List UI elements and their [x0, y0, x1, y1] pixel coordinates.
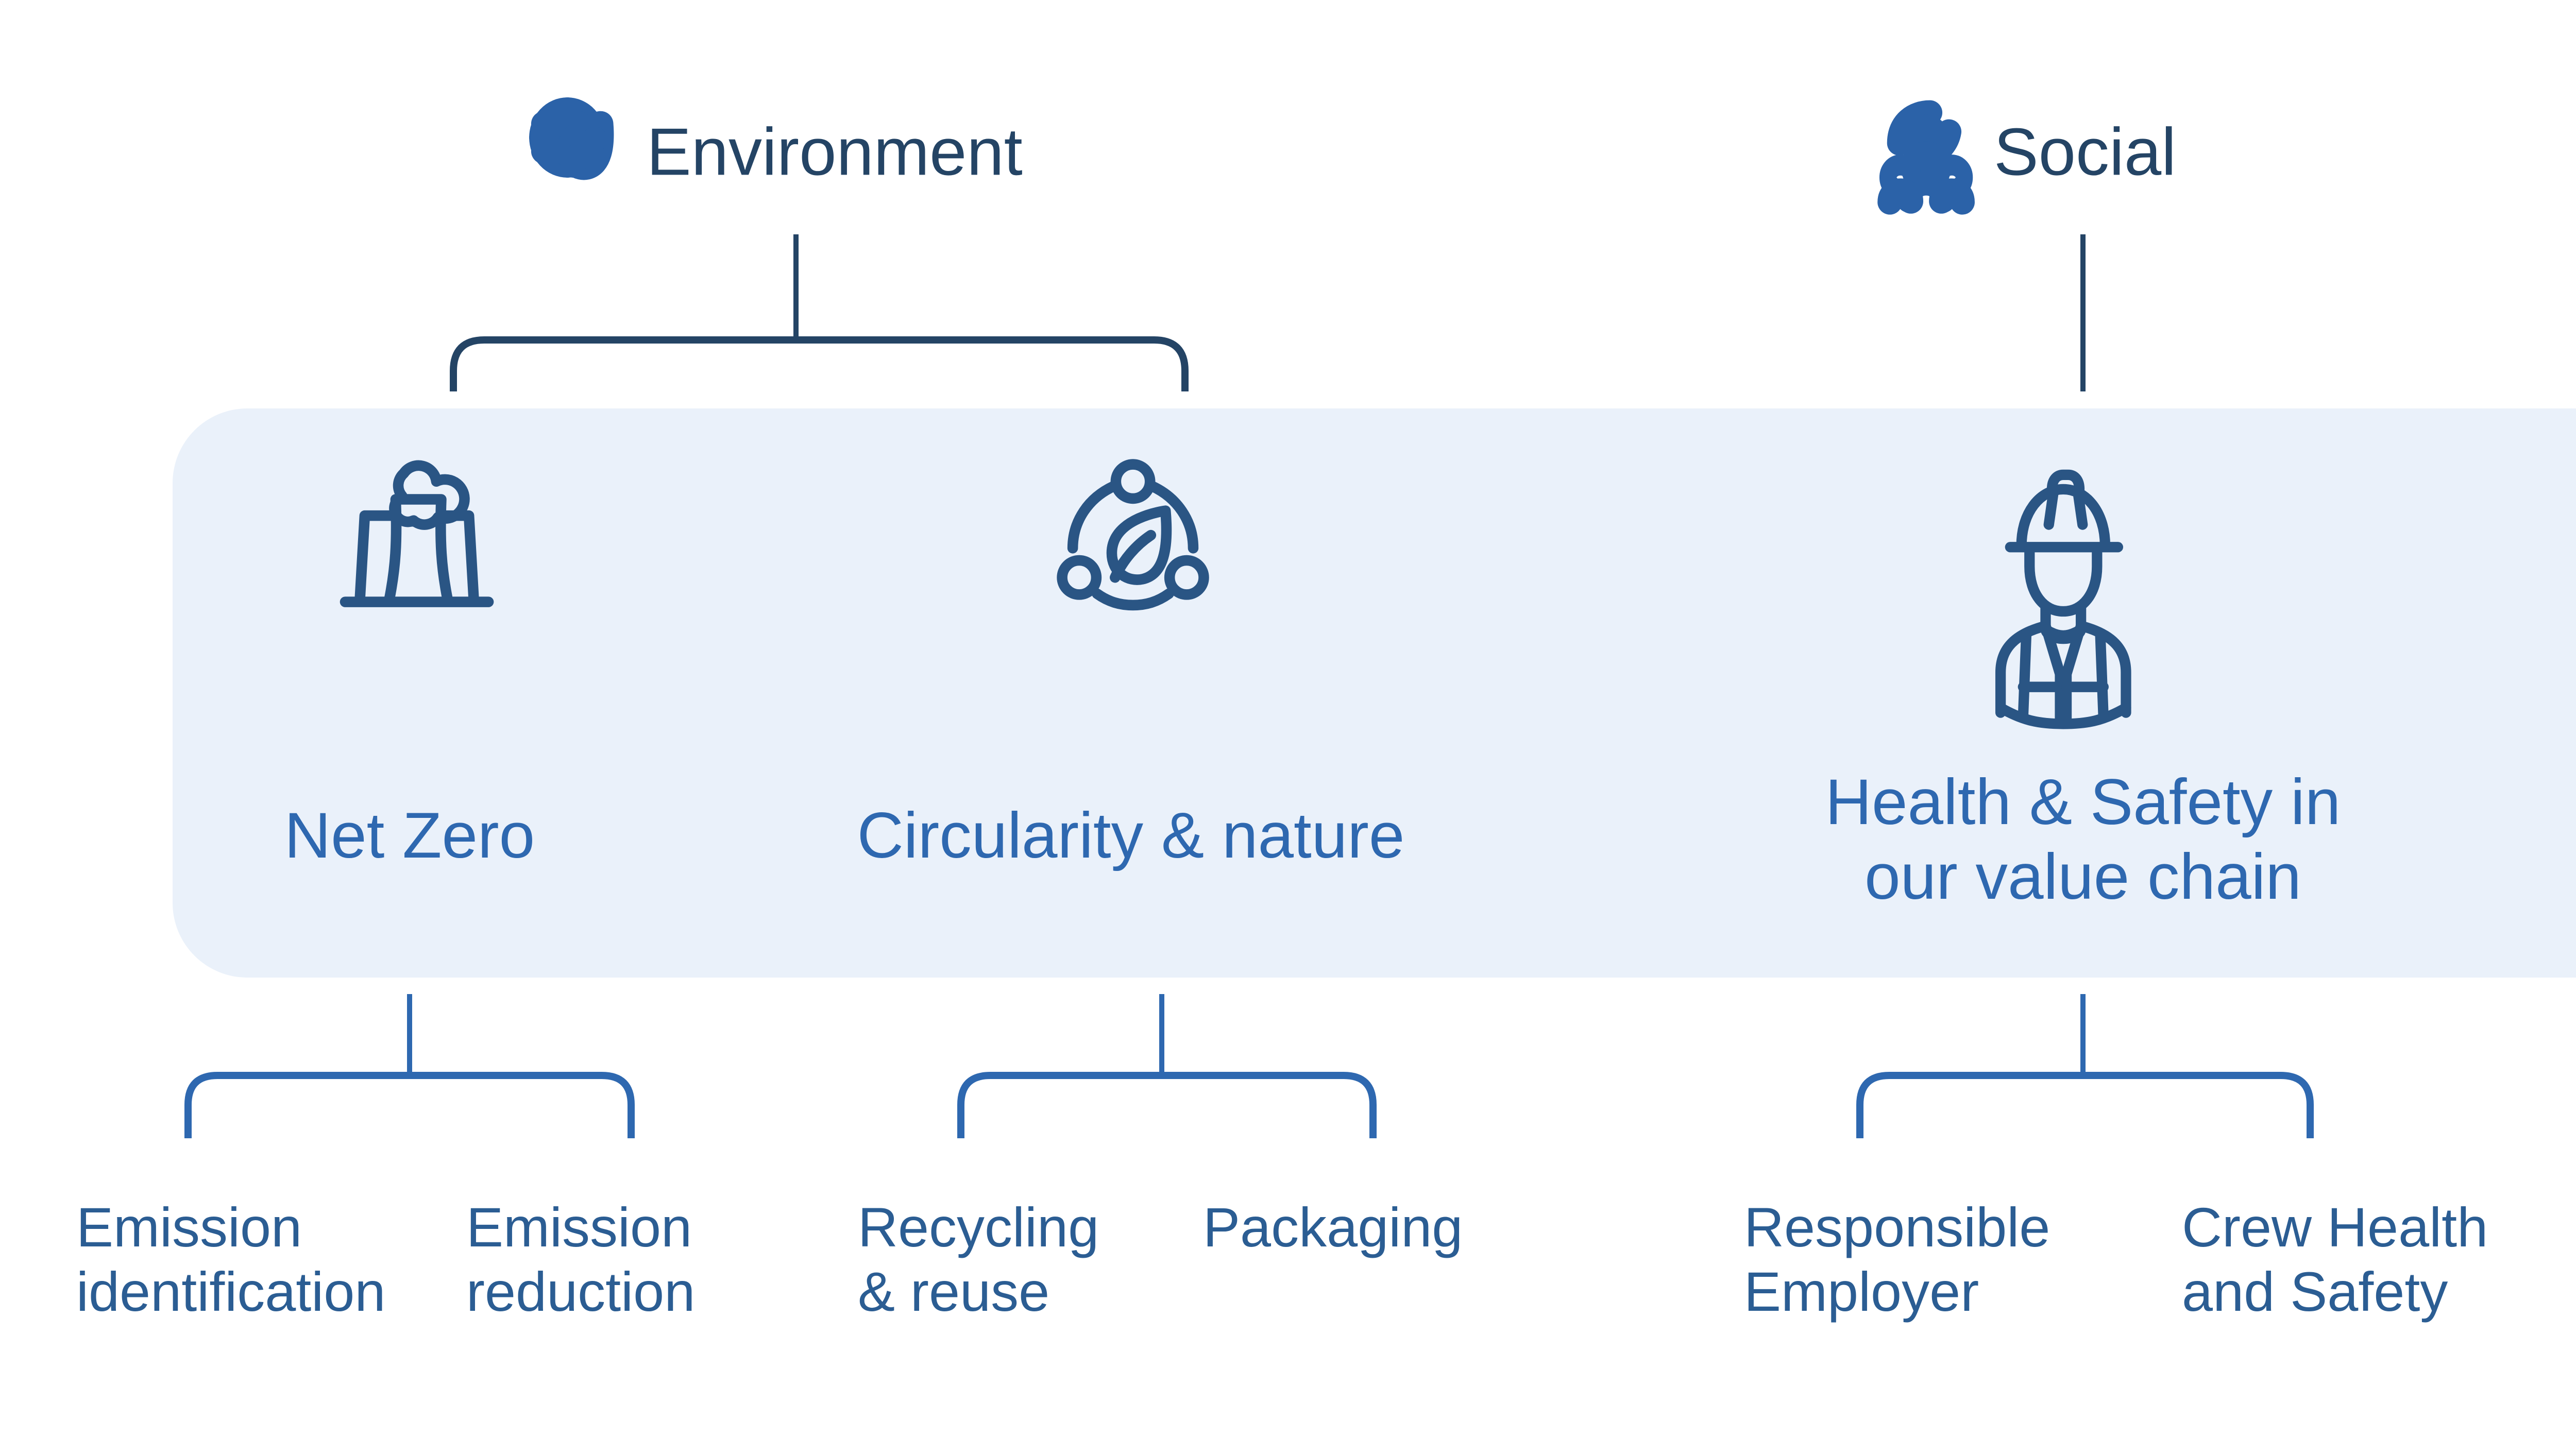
people-group-icon [1877, 100, 1975, 215]
cooling-tower-emissions-icon [340, 460, 494, 607]
globe-leaf-icon [529, 97, 614, 180]
sub-topic-line: Responsible [1744, 1196, 2050, 1258]
sub-topic-emission-identification[interactable]: Emission identification [76, 1196, 385, 1323]
focus-area-label-line: Circularity & nature [857, 800, 1405, 871]
sub-topic-line: Emission [466, 1196, 692, 1258]
construction-worker-icon [1995, 469, 2131, 729]
sub-topic-emission-reduction[interactable]: Emission reduction [466, 1196, 695, 1323]
sub-topic-line: and Safety [2182, 1260, 2448, 1323]
focus-area-label-health-safety[interactable]: Health & Safety in our value chain [1825, 766, 2341, 913]
sub-topic-line: Packaging [1203, 1196, 1463, 1258]
bracket-net-zero [184, 994, 635, 1138]
sub-topic-line: & reuse [858, 1260, 1049, 1323]
focus-area-label-line: Health & Safety in [1825, 766, 2341, 838]
sub-topic-responsible-employer[interactable]: Responsible Employer [1744, 1196, 2050, 1323]
sub-topic-line: Emission [76, 1196, 302, 1258]
bracket-environment [450, 234, 1189, 391]
pillar-label-social: Social [1994, 114, 2176, 189]
focus-area-label-line: our value chain [1865, 841, 2301, 913]
sub-topic-line: Recycling [858, 1196, 1099, 1258]
sub-topic-line: Employer [1744, 1260, 1979, 1323]
focus-area-label-line: Net Zero [284, 800, 535, 871]
bracket-circularity-nature [957, 994, 1377, 1138]
focus-areas-panel [173, 408, 2576, 978]
bracket-health-safety [1856, 994, 2314, 1138]
pillar-header-social[interactable]: Social [1877, 100, 2176, 215]
sub-topic-crew-health-and-safety[interactable]: Crew Health and Safety [2182, 1196, 2488, 1323]
circular-leaf-icon [1057, 459, 1209, 611]
sub-topic-recycling-reuse[interactable]: Recycling & reuse [858, 1196, 1099, 1323]
sub-topic-line: identification [76, 1260, 385, 1323]
focus-area-label-circularity-nature[interactable]: Circularity & nature [857, 800, 1405, 871]
sub-topic-packaging[interactable]: Packaging [1203, 1196, 1463, 1258]
focus-area-label-net-zero[interactable]: Net Zero [284, 800, 535, 871]
sub-topic-line: reduction [466, 1260, 695, 1323]
pillar-label-environment: Environment [647, 114, 1023, 189]
pillar-header-environment[interactable]: Environment [529, 97, 1023, 190]
sub-topic-line: Crew Health [2182, 1196, 2488, 1258]
